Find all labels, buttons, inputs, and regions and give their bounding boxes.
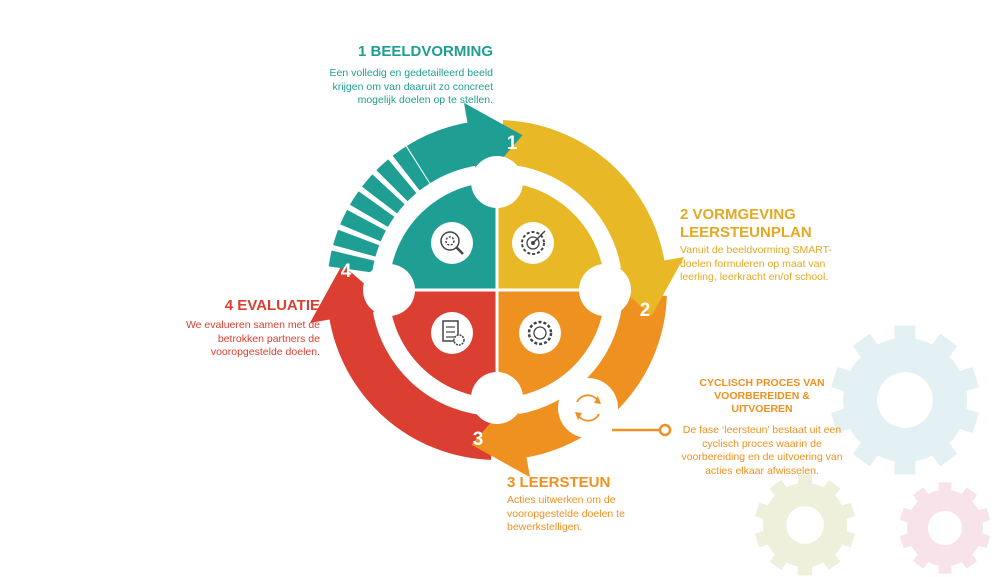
checklist-gear-icon [431,312,473,354]
magnifier-lens [440,231,460,251]
magnifier-gear-icon [431,222,473,264]
step-4-description: We evalueren samen met de betrokken part… [120,319,320,360]
step-number-2: 2 [640,300,651,321]
step-1-description: Een volledig en gedetailleerd beeld krij… [250,67,493,108]
description-line: cyclisch proces waarin de [702,437,822,450]
description-line: voorbereiding en de uitvoering van [681,451,843,463]
callout-title: CYCLISCH PROCES VAN VOORBEREIDEN & UITVO… [682,377,842,416]
puzzle-notch [471,372,523,424]
callout-description: De fase ‘leersteun’ bestaat uit een cycl… [672,424,852,478]
dart [532,230,546,244]
description-line: acties elkaar afwisselen. [705,464,819,477]
gear-hole [877,372,933,428]
pink-gear-icon [899,482,991,574]
description-line: Vanuit de beeldvorming SMART- [680,244,832,256]
step-numbers: 1 2 3 4 [341,133,651,450]
icon-badge [519,312,561,354]
gear-hole [786,506,824,544]
clipboard [442,320,459,342]
band [329,309,494,460]
description-line: krijgen om van daaruit zo concreet [332,80,494,93]
icon-badge [431,222,473,264]
cycle-arrowhead [594,396,601,404]
gear [445,236,455,246]
center-quadrants [363,156,631,424]
target-gear-icon [512,222,554,264]
striped-band [328,145,431,274]
description-line: mogelijk doelen op te stellen. [357,94,493,106]
title-line: CYCLISCH PROCES VAN [699,377,825,389]
description-line: De fase ‘leersteun’ bestaat uit een [682,424,842,436]
connector-dot [658,423,672,437]
step-number-3: 3 [473,429,484,450]
gear [527,320,553,346]
step-3-title: 3 LEERSTEUN [507,474,611,491]
cycle-badge [558,378,618,438]
step-2-description: Vanuit de beeldvorming SMART- doelen for… [680,244,832,285]
target [526,236,540,250]
step-number-1: 1 [507,133,518,154]
band [406,122,478,184]
description-line: bewerkstelligen. [507,521,583,533]
step-3-description: Acties uitwerken om de vooropgestelde do… [507,494,625,535]
gear-cycle-icon [519,312,561,354]
step-4-title: 4 EVALUATIE [224,297,320,314]
title-line: VOORBEREIDEN & [714,390,810,402]
gear-hole [927,510,963,546]
gear [521,231,545,255]
light-blue-gear-icon [830,325,980,475]
description-line: vooropgestelde doelen te [507,507,625,520]
description-line: vooropgestelde doelen. [210,346,320,358]
description-line: We evalueren samen met de [185,319,320,331]
title-line: UITVOEREN [731,403,793,415]
cyclic-process-marker [558,378,672,438]
description-line: betrokken partners de [217,332,320,345]
title-line: LEERSTEUNPLAN [680,224,812,241]
background-gears [754,325,991,576]
band [500,120,665,271]
description-line: doelen formuleren op maat van [680,257,826,270]
title-line: 2 VORMGEVING [680,206,796,223]
description-line: Acties uitwerken om de [507,494,616,506]
magnifier-handle [455,246,464,255]
cycle-arrowhead [575,412,582,420]
puzzle-notch [579,264,631,316]
description-line: leerling, leerkracht en/of school. [680,271,829,283]
cycle [533,326,547,340]
icon-badge [431,312,473,354]
step-2-title: 2 VORMGEVING LEERSTEUNPLAN [680,206,812,242]
puzzle-notch [471,156,523,208]
step-number-4: 4 [341,261,352,282]
gear [453,334,465,346]
olive-gear-icon [754,474,856,576]
puzzle-notch [363,264,415,316]
step-1-title: 1 BEELDVORMING [357,43,493,60]
description-line: Een volledig en gedetailleerd beeld [329,67,493,79]
